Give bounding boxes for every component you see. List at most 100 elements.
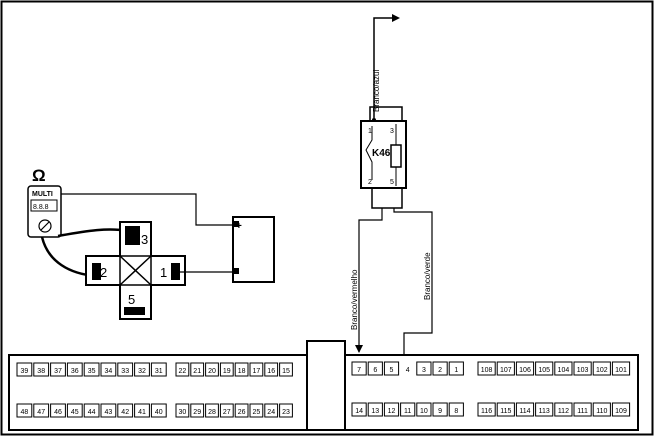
relay-contact bbox=[365, 126, 373, 180]
connector-pin-label: 23 bbox=[282, 409, 290, 416]
relay-pin-3: 3 bbox=[390, 128, 394, 135]
connector-pin-box bbox=[496, 402, 515, 417]
meter-battery-wire bbox=[61, 193, 236, 226]
ohm-symbol: Ω bbox=[32, 166, 46, 185]
battery-body bbox=[232, 216, 275, 283]
connector-pin-box bbox=[535, 361, 554, 376]
connector-pin-box bbox=[573, 402, 592, 417]
connector-pin-box bbox=[150, 403, 167, 418]
connector-pin-label: 14 bbox=[355, 408, 363, 415]
relay-bottom-bracket bbox=[371, 187, 403, 209]
connector-pin-box bbox=[592, 361, 611, 376]
connector-pin-label: 44 bbox=[88, 409, 96, 416]
wire-label-right: Branco/verde bbox=[423, 252, 432, 300]
connector-pin-label: 116 bbox=[481, 408, 492, 415]
connector-pin-label: 113 bbox=[539, 408, 550, 415]
connector-pin-label: 22 bbox=[179, 368, 187, 375]
connector-pin-label: 107 bbox=[500, 367, 512, 374]
connector-pin-label: 27 bbox=[223, 409, 231, 416]
connector-pin-label: 103 bbox=[577, 367, 589, 374]
connector-pin-label: 19 bbox=[223, 368, 231, 375]
connector-pin-label: 43 bbox=[105, 409, 113, 416]
connector-pin-box bbox=[134, 362, 150, 377]
connector-pin-box bbox=[50, 403, 66, 418]
connector-pin-label: 12 bbox=[388, 408, 396, 415]
connector-pin-label: 108 bbox=[481, 367, 493, 374]
connector-pin-label: 47 bbox=[37, 409, 45, 416]
connector-pin-box bbox=[515, 402, 535, 417]
connector-pin-label: 20 bbox=[208, 368, 216, 375]
connector-pin-label: 102 bbox=[596, 367, 608, 374]
connector-pin-label: 17 bbox=[253, 368, 261, 375]
connector-pin-label: 114 bbox=[519, 408, 530, 415]
multimeter-display-text: 8.8.8 bbox=[33, 204, 49, 211]
connector-pin-label: 9 bbox=[438, 408, 442, 415]
connector-pin-box bbox=[83, 362, 100, 377]
connector-pin-box bbox=[219, 403, 234, 418]
connector-pin-label: 11 bbox=[404, 408, 411, 415]
connector-pin-label: 28 bbox=[208, 409, 216, 416]
battery: + bbox=[232, 216, 275, 283]
switch-pin-3: 3 bbox=[141, 232, 148, 247]
connector-pin-box bbox=[16, 362, 33, 377]
connector-pin-label: 46 bbox=[54, 409, 62, 416]
connector-pin-box bbox=[448, 402, 464, 417]
connector-pin-label: 1 bbox=[454, 367, 458, 374]
connector-pin-label: 35 bbox=[88, 368, 96, 375]
connector-pin-label: 2 bbox=[438, 367, 442, 374]
wire-left bbox=[358, 208, 383, 352]
connector-pin-box bbox=[100, 403, 117, 418]
connector-pin-label: 48 bbox=[21, 409, 29, 416]
connector-pin-label: 42 bbox=[121, 409, 129, 416]
connector-pin-box bbox=[205, 362, 219, 377]
connector-pin-box bbox=[249, 403, 264, 418]
connector-pin-label: 26 bbox=[238, 409, 246, 416]
switch-terminal-2 bbox=[92, 263, 101, 280]
connector-pin-label: 41 bbox=[138, 409, 146, 416]
connector-pin-box bbox=[249, 362, 264, 377]
connector-pin-box bbox=[83, 403, 100, 418]
connector-pin-box bbox=[279, 362, 293, 377]
connector-pin-label: 31 bbox=[155, 368, 163, 375]
connector-pin-box bbox=[175, 403, 190, 418]
connector-pin-box bbox=[66, 403, 83, 418]
connector-pin-box bbox=[554, 361, 573, 376]
connector-pin-label: 7 bbox=[357, 367, 361, 374]
wire-arrow-icon bbox=[355, 345, 363, 353]
connector-pin-label: 15 bbox=[282, 368, 290, 375]
connector-pin-label: 10 bbox=[420, 408, 428, 415]
switch-terminal-1 bbox=[171, 263, 180, 280]
relay-pin-5: 5 bbox=[390, 179, 394, 186]
connector-pin-box bbox=[234, 403, 249, 418]
connector-pin-label: 109 bbox=[615, 408, 627, 415]
connector-pin-label: 45 bbox=[71, 409, 79, 416]
connector-pin-label: 13 bbox=[371, 408, 379, 415]
connector-pin-box bbox=[190, 403, 205, 418]
connector-pin-box bbox=[205, 403, 219, 418]
connector-pin-box bbox=[367, 402, 383, 417]
connector-pin-box bbox=[611, 402, 631, 417]
connector-pin-box bbox=[477, 402, 496, 417]
connector-pin-box bbox=[367, 361, 383, 376]
multimeter-display bbox=[30, 199, 58, 212]
connector-pin-box bbox=[351, 361, 367, 376]
relay-pin-1: 1 bbox=[368, 128, 372, 135]
connector-pin-box bbox=[573, 361, 592, 376]
connector-pin-label: 3 bbox=[422, 367, 426, 374]
connector-pin-box bbox=[134, 403, 150, 418]
connector-pin-label: 8 bbox=[454, 408, 458, 415]
connector-pin-box bbox=[383, 402, 400, 417]
multimeter: Ω MULTI 8.8.8 bbox=[27, 166, 236, 278]
top-wire bbox=[373, 17, 392, 118]
multimeter-label: MULTI bbox=[32, 191, 53, 198]
connector-pin-box bbox=[611, 361, 631, 376]
connector-pin-box bbox=[515, 361, 535, 376]
connector-pin-label: 104 bbox=[558, 367, 570, 374]
connector-pin-box bbox=[432, 402, 448, 417]
switch-terminal-5 bbox=[124, 307, 145, 315]
connector-pin-box bbox=[554, 402, 573, 417]
relay-coil bbox=[390, 144, 402, 168]
connector-pin-box bbox=[219, 362, 234, 377]
connector-pin-label: 111 bbox=[577, 408, 588, 415]
